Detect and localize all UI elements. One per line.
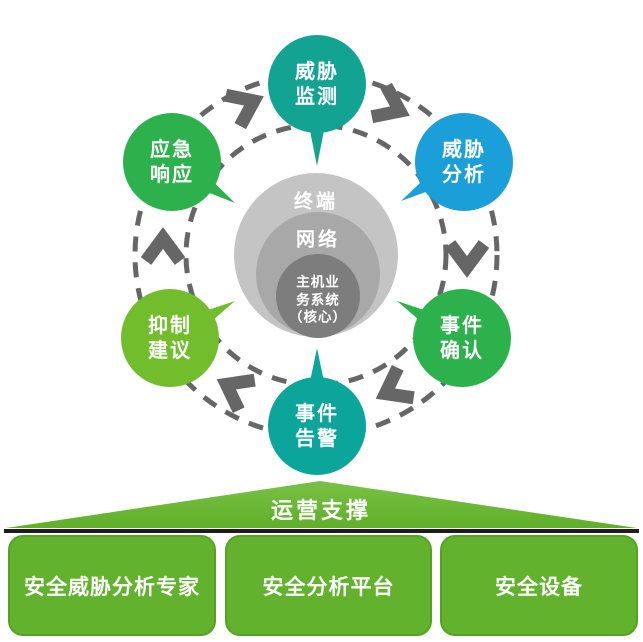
- bubble-label-line: 事件: [295, 401, 339, 425]
- chevron-top-right-icon: [370, 82, 410, 124]
- bubble-label-line: 应急: [150, 137, 194, 161]
- bubble-label-line: 事件: [440, 313, 484, 337]
- bubble-circle: [413, 289, 511, 387]
- chevron-right-icon: [444, 240, 490, 278]
- layer-circle-host-core: [276, 254, 360, 338]
- foundation-box-security-threat-analysis-expert: 安全威胁分析专家: [8, 535, 216, 636]
- bubble-label-line: 抑制: [148, 313, 192, 337]
- bubble-incident-alert: [268, 348, 366, 475]
- bubble-label-line: 威胁: [295, 59, 339, 83]
- bubble-label-emergency-response: 应急 响应: [150, 137, 194, 187]
- chevron-bottom-right-icon: [375, 365, 415, 405]
- bubble-label-incident-confirmation: 事件 确认: [440, 313, 484, 363]
- chevron-bottom-left-icon: [216, 373, 256, 413]
- bubble-label-line: 确认: [440, 338, 484, 362]
- bubble-label-line: 告警: [295, 426, 339, 450]
- layer-label-network: 网络: [295, 228, 341, 251]
- bubble-mitigation-advice: [121, 289, 235, 387]
- bubble-label-mitigation-advice: 抑制 建议: [148, 313, 192, 363]
- foundation-box-security-device: 安全设备: [440, 535, 638, 636]
- chevron-top-left-icon: [224, 88, 264, 130]
- bubble-circle: [121, 289, 219, 387]
- bubble-circle: [123, 113, 221, 211]
- bubble-label-line: 响应: [150, 162, 194, 186]
- layer-label-host-core: 主机业 务系统 （核心）: [289, 275, 347, 328]
- bubble-label-threat-analysis: 威胁 分析: [442, 137, 486, 187]
- bubble-label-line: 建议: [148, 338, 192, 362]
- core-label-line: （核心）: [289, 309, 347, 326]
- foundation-box-label: 安全设备: [495, 574, 583, 599]
- chevron-left-icon: [140, 227, 186, 265]
- bubble-threat-monitoring: [268, 35, 366, 166]
- core-label-line: 务系统: [296, 292, 340, 309]
- foundation-roof-label: 运营支撑: [270, 499, 372, 524]
- bubble-label-line: 威胁: [442, 137, 486, 161]
- foundation-box-label: 安全威胁分析专家: [24, 574, 200, 599]
- bubble-incident-confirmation: [397, 289, 511, 387]
- bubble-label-threat-monitoring: 威胁 监测: [295, 59, 339, 109]
- outer-dashed-ring: [132, 71, 500, 439]
- foundation-baseline: [4, 529, 639, 533]
- bubble-label-incident-alert: 事件 告警: [295, 401, 339, 451]
- bubble-circle: [415, 113, 513, 211]
- bubble-emergency-response: [123, 113, 235, 211]
- bubble-circle: [268, 35, 366, 133]
- foundation-roof: [6, 481, 637, 528]
- bubble-label-line: 分析: [442, 162, 486, 186]
- core-label-line: 主机业: [296, 274, 340, 291]
- foundation-box-label: 安全分析平台: [262, 574, 395, 599]
- foundation-box-security-analysis-platform: 安全分析平台: [225, 535, 432, 636]
- layer-label-terminal: 终端: [293, 190, 339, 213]
- bubble-circle: [268, 377, 366, 475]
- bubble-threat-analysis: [401, 113, 513, 211]
- bubble-label-line: 监测: [295, 84, 339, 108]
